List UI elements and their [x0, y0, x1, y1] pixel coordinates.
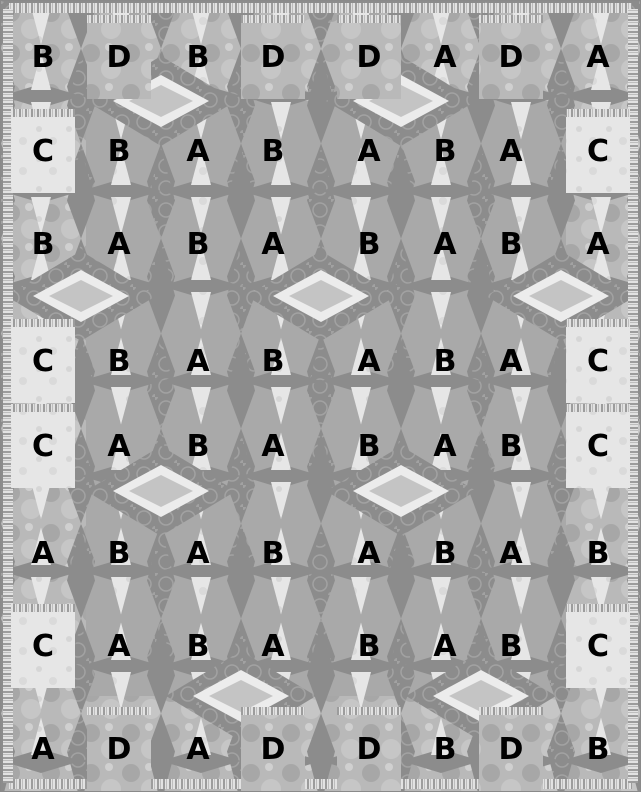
- block-square-stripe: [337, 707, 401, 715]
- block-label: A: [186, 732, 210, 767]
- block-label: B: [434, 344, 457, 379]
- block-square-stripe: [11, 319, 75, 327]
- border-top: [9, 3, 632, 13]
- block-label: A: [31, 536, 55, 571]
- block-label: A: [186, 536, 210, 571]
- block-label: D: [499, 40, 524, 75]
- block-label: A: [261, 629, 285, 664]
- block-label: B: [187, 40, 210, 75]
- block-label: A: [357, 344, 381, 379]
- block-label: A: [499, 134, 523, 169]
- block-label: B: [108, 134, 131, 169]
- block-label: B: [108, 536, 131, 571]
- block-square-stripe: [87, 15, 151, 23]
- block-label: B: [500, 429, 523, 464]
- block-label: B: [187, 227, 210, 262]
- block-label: B: [262, 134, 285, 169]
- block-label: A: [433, 40, 457, 75]
- block-square-stripe: [241, 15, 305, 23]
- block-square-stripe: [479, 15, 543, 23]
- block-label: A: [433, 629, 457, 664]
- block-label: B: [500, 629, 523, 664]
- block-label: B: [500, 227, 523, 262]
- block-label: A: [107, 629, 131, 664]
- block-label: D: [261, 40, 286, 75]
- block-label: A: [186, 134, 210, 169]
- block-label: D: [261, 732, 286, 767]
- block-label: D: [107, 732, 132, 767]
- block-label: B: [434, 536, 457, 571]
- block-label: A: [107, 429, 131, 464]
- block-label: B: [187, 429, 210, 464]
- block-label: A: [261, 227, 285, 262]
- block-label: B: [434, 134, 457, 169]
- block-label: A: [357, 536, 381, 571]
- block-label: A: [107, 227, 131, 262]
- block-label: B: [32, 40, 55, 75]
- block-label: A: [586, 40, 610, 75]
- block-square-stripe: [241, 707, 305, 715]
- block-label: B: [587, 732, 610, 767]
- block-label: A: [586, 227, 610, 262]
- block-label: B: [262, 344, 285, 379]
- block-square-stripe: [87, 707, 151, 715]
- block-label: B: [358, 429, 381, 464]
- block-label: A: [433, 227, 457, 262]
- block-label: A: [31, 732, 55, 767]
- block-square-stripe: [566, 404, 630, 412]
- block-label: A: [186, 344, 210, 379]
- block-label: B: [262, 536, 285, 571]
- block-label: A: [433, 429, 457, 464]
- block-label: C: [32, 629, 54, 664]
- block-label: A: [499, 344, 523, 379]
- block-label: C: [32, 344, 54, 379]
- block-label: B: [187, 629, 210, 664]
- block-square-stripe: [11, 604, 75, 612]
- block-label: D: [107, 40, 132, 75]
- block-label: A: [499, 536, 523, 571]
- block-square-stripe: [566, 319, 630, 327]
- block-label: C: [587, 629, 609, 664]
- block-label: C: [587, 429, 609, 464]
- block-label: D: [357, 40, 382, 75]
- block-square-stripe: [11, 404, 75, 412]
- block-label: B: [108, 344, 131, 379]
- block-label: D: [499, 732, 524, 767]
- block-label: B: [434, 732, 457, 767]
- block-square-stripe: [479, 707, 543, 715]
- block-label: C: [32, 429, 54, 464]
- block-label: C: [587, 344, 609, 379]
- block-label: C: [32, 134, 54, 169]
- block-label: A: [261, 429, 285, 464]
- block-square-stripe: [337, 15, 401, 23]
- block-label: A: [357, 134, 381, 169]
- block-square-stripe: [566, 109, 630, 117]
- block-label: B: [32, 227, 55, 262]
- block-square-stripe: [11, 109, 75, 117]
- block-label: B: [358, 629, 381, 664]
- block-label: B: [587, 536, 610, 571]
- block-label: C: [587, 134, 609, 169]
- block-label: B: [358, 227, 381, 262]
- block-square-stripe: [566, 604, 630, 612]
- block-label: D: [357, 732, 382, 767]
